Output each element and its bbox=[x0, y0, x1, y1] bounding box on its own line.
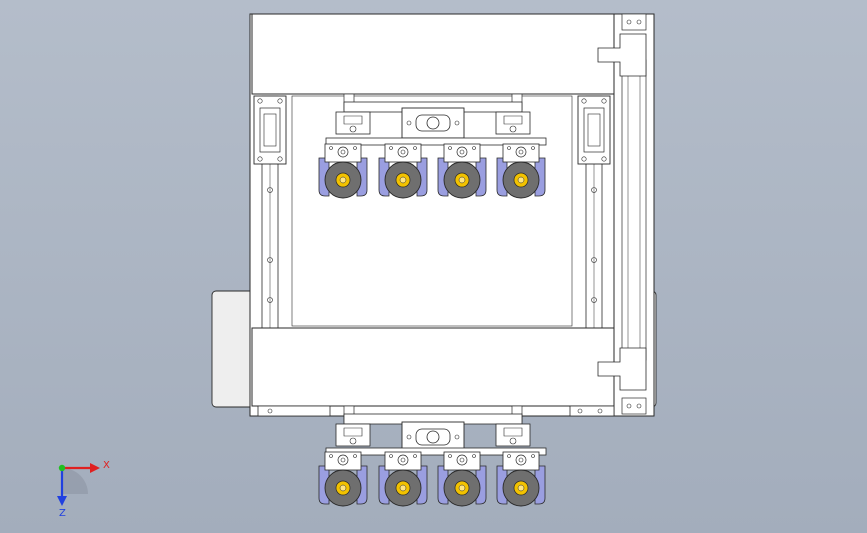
z-axis-label: Z bbox=[59, 508, 66, 519]
lower-roller-2 bbox=[378, 451, 428, 507]
upper-roller-2 bbox=[378, 143, 428, 199]
upper-roller-1 bbox=[318, 143, 368, 199]
y-axis-dot-icon bbox=[58, 464, 66, 472]
x-axis-label: X bbox=[103, 460, 110, 471]
lower-beam bbox=[251, 327, 615, 407]
machine-assembly bbox=[211, 13, 657, 507]
lower-roller-3 bbox=[437, 451, 487, 507]
top-beam bbox=[251, 13, 615, 95]
left-carriage bbox=[253, 95, 287, 165]
upper-roller-4 bbox=[496, 143, 546, 199]
upper-roller-3 bbox=[437, 143, 487, 199]
lower-roller-4 bbox=[496, 451, 546, 507]
lower-gripper-group bbox=[318, 405, 547, 507]
upper-gripper-group bbox=[318, 93, 547, 199]
lower-roller-1 bbox=[318, 451, 368, 507]
right-carriage bbox=[577, 95, 611, 165]
coordinate-triad[interactable]: X Z bbox=[57, 460, 110, 519]
